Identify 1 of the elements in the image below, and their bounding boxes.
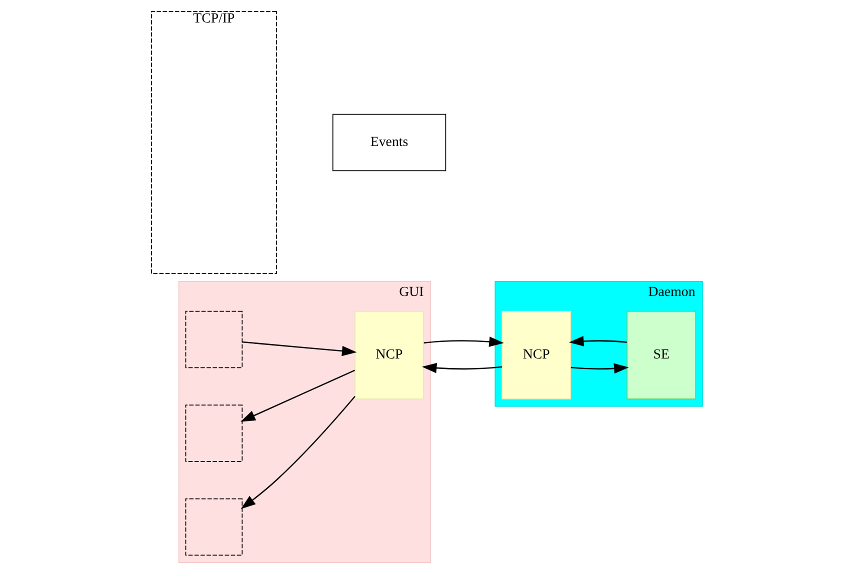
- legend-label: Events: [370, 134, 408, 150]
